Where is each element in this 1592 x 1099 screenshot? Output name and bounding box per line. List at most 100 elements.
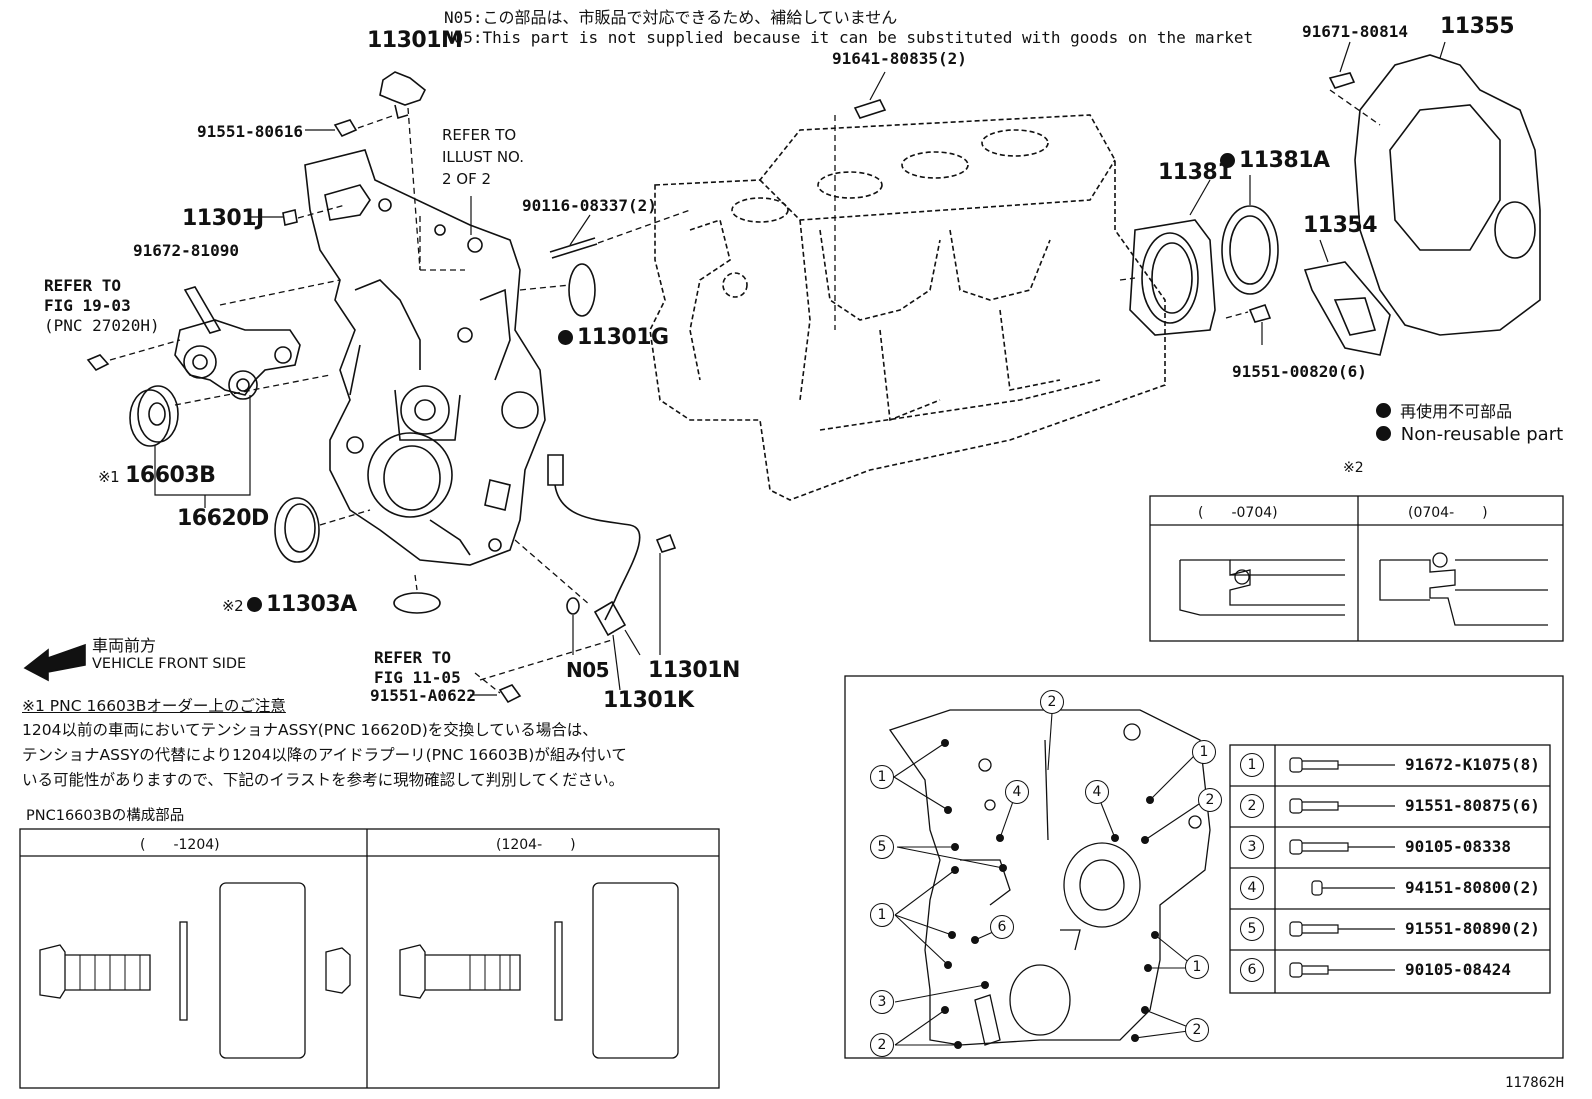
part-label-11354[interactable]: 11354 <box>1303 213 1378 238</box>
leader-lines <box>109 89 1381 694</box>
bolt-row-num-2: 2 <box>1240 794 1264 818</box>
composition-col2: (1204- ) <box>496 837 576 853</box>
bolt-table-grid <box>1229 744 1551 994</box>
part-label-16620D[interactable]: 16620D <box>177 506 269 531</box>
cover-callout: 2 <box>1185 1018 1209 1042</box>
part-label-11355[interactable]: 11355 <box>1440 14 1515 39</box>
note-n05-en: N05:This part is not supplied because it… <box>444 28 1254 47</box>
part-label-91641-80835[interactable]: 91641-80835(2) <box>832 49 967 68</box>
bolt-row-num-3: 3 <box>1240 835 1264 859</box>
non-reusable-dot-icon <box>558 330 573 345</box>
caution-title: ※1 PNC 16603Bオーダー上のご注意 <box>22 697 286 715</box>
kome2-table-mark: ※2 <box>1343 460 1364 476</box>
cover-callout: 6 <box>990 915 1014 939</box>
caution-line-2: テンショナASSYの代替により1204以降のアイドラプーリ(PNC 16603B… <box>22 746 627 764</box>
part-number-16603B: 16603B <box>125 463 216 488</box>
seal-comparison-table <box>1149 495 1564 642</box>
refer-fig-11-05[interactable]: REFER TO FIG 11-05 <box>374 648 461 688</box>
o-ring-lower <box>393 592 441 614</box>
cover-callout: 2 <box>1040 690 1064 714</box>
cam-sensor-drawing <box>379 71 427 120</box>
o-ring-n05 <box>566 597 580 615</box>
refer-fig-19-03[interactable]: REFER TO FIG 19-03 (PNC 27020H) <box>44 276 160 336</box>
non-reusable-dot-icon <box>1376 426 1391 441</box>
idler-pulley-drawing <box>129 385 179 447</box>
bolt-row-pn-3[interactable]: 90105-08338 <box>1405 837 1511 856</box>
caution-line-1: 1204以前の車両においてテンショナASSY(PNC 16620D)を交換してい… <box>22 721 598 739</box>
misc-bolts-drawing <box>86 72 1356 704</box>
refer-fig1105-line1: REFER TO <box>374 648 452 667</box>
cover-callout: 2 <box>870 1033 894 1057</box>
bolt-row-pn-5[interactable]: 91551-80890(2) <box>1405 919 1540 938</box>
cover-callout: 1 <box>870 765 894 789</box>
part-label-11303A[interactable]: ※2 11303A <box>222 592 357 617</box>
part-label-11301K[interactable]: 11301K <box>603 688 694 713</box>
legend-jp-text: 再使用不可部品 <box>1400 402 1513 421</box>
legend-nonreusable-en: Non-reusable part <box>1376 424 1563 445</box>
bolt-row-pn-6[interactable]: 90105-08424 <box>1405 960 1511 979</box>
refer-illust-line3: 2 OF 2 <box>442 170 492 188</box>
refer-illust-note[interactable]: REFER TO ILLUST NO. 2 OF 2 <box>442 124 524 190</box>
refer-fig1903-line2: FIG 19-03 <box>44 296 131 315</box>
non-reusable-dot-icon <box>1220 153 1235 168</box>
caution-line-3: いる可能性がありますので、下記のイラストを参考に現物確認して判別してください。 <box>22 771 625 789</box>
figure-id: 117862H <box>1505 1075 1565 1091</box>
bolt-row-num-4: 4 <box>1240 876 1264 900</box>
refer-fig1903-line1: REFER TO <box>44 276 122 295</box>
part-label-91672-81090[interactable]: 91672-81090 <box>133 241 239 260</box>
non-reusable-dot-icon <box>1376 403 1391 418</box>
end-plate-11355-drawing <box>1354 54 1541 336</box>
part-label-11301G[interactable]: 11301G <box>558 325 669 350</box>
refer-fig1903-line3: (PNC 27020H) <box>44 316 160 335</box>
bolt-row-num-1: 1 <box>1240 753 1264 777</box>
o-ring-11301G <box>568 263 596 317</box>
cylinder-block-outline <box>649 114 1166 501</box>
composition-col1: ( -1204) <box>140 837 220 853</box>
part-label-91551-80616[interactable]: 91551-80616 <box>197 122 303 141</box>
part-number-11303A: 11303A <box>266 592 357 617</box>
bolt-row-pn-1[interactable]: 91672-K1075(8) <box>1405 755 1540 774</box>
legend-nonreusable-jp: 再使用不可部品 <box>1376 398 1512 422</box>
cover-callout: 4 <box>1085 780 1109 804</box>
kome2-mark: ※2 <box>222 597 244 615</box>
bolt-row-pn-2[interactable]: 91551-80875(6) <box>1405 796 1540 815</box>
timing-cover-drawing <box>304 149 546 566</box>
non-reusable-dot-icon <box>247 597 263 612</box>
cover-callout: 1 <box>1185 955 1209 979</box>
part-label-11301N[interactable]: 11301N <box>648 658 740 683</box>
cover-bolt-dots <box>941 739 1159 1049</box>
part-label-11301J[interactable]: 11301J <box>182 206 264 231</box>
cover-callout: 5 <box>870 835 894 859</box>
bolt-table-icons <box>1289 757 1395 978</box>
refer-illust-line2: ILLUST NO. <box>442 148 525 166</box>
cover-callout: 2 <box>1198 788 1222 812</box>
kome1-mark: ※1 <box>98 468 120 486</box>
rear-oil-seal-drawing <box>1221 205 1279 295</box>
composition-heading: PNC16603Bの構成部品 <box>26 808 185 824</box>
seal-table-col2: (0704- ) <box>1408 505 1488 521</box>
rear-seal-retainer-drawing <box>1129 219 1216 336</box>
cover-callout: 1 <box>1192 740 1216 764</box>
part-number-11381A: 11381A <box>1239 148 1330 173</box>
legend-en-text: Non-reusable part <box>1400 424 1564 445</box>
part-label-91551-00820[interactable]: 91551-00820(6) <box>1232 362 1367 381</box>
composition-table <box>19 828 720 1089</box>
bolt-row-num-6: 6 <box>1240 958 1264 982</box>
cover-callout: 4 <box>1005 780 1029 804</box>
part-label-91551-A0622[interactable]: 91551-A0622 <box>370 686 476 705</box>
cover-callout: 1 <box>870 903 894 927</box>
bolt-row-pn-4[interactable]: 94151-80800(2) <box>1405 878 1540 897</box>
seal-table-col1: ( -0704) <box>1198 505 1278 521</box>
vehicle-front-jp: 車両前方 <box>92 636 157 655</box>
part-label-90116-08337[interactable]: 90116-08337(2) <box>522 196 657 215</box>
cover-callout-leaders <box>893 712 1206 1046</box>
part-label-11381A[interactable]: 11381A <box>1220 148 1330 173</box>
refer-fig1105-line2: FIG 11-05 <box>374 668 461 687</box>
bolt-row-num-5: 5 <box>1240 917 1264 941</box>
part-label-16603B[interactable]: ※1 16603B <box>98 463 216 488</box>
part-label-N05[interactable]: N05 <box>566 658 610 682</box>
part-label-91671-80814[interactable]: 91671-80814 <box>1302 22 1408 41</box>
part-label-11301M[interactable]: 11301M <box>367 28 463 53</box>
refer-illust-line1: REFER TO <box>442 126 517 144</box>
oil-seal-drawing <box>274 497 320 563</box>
